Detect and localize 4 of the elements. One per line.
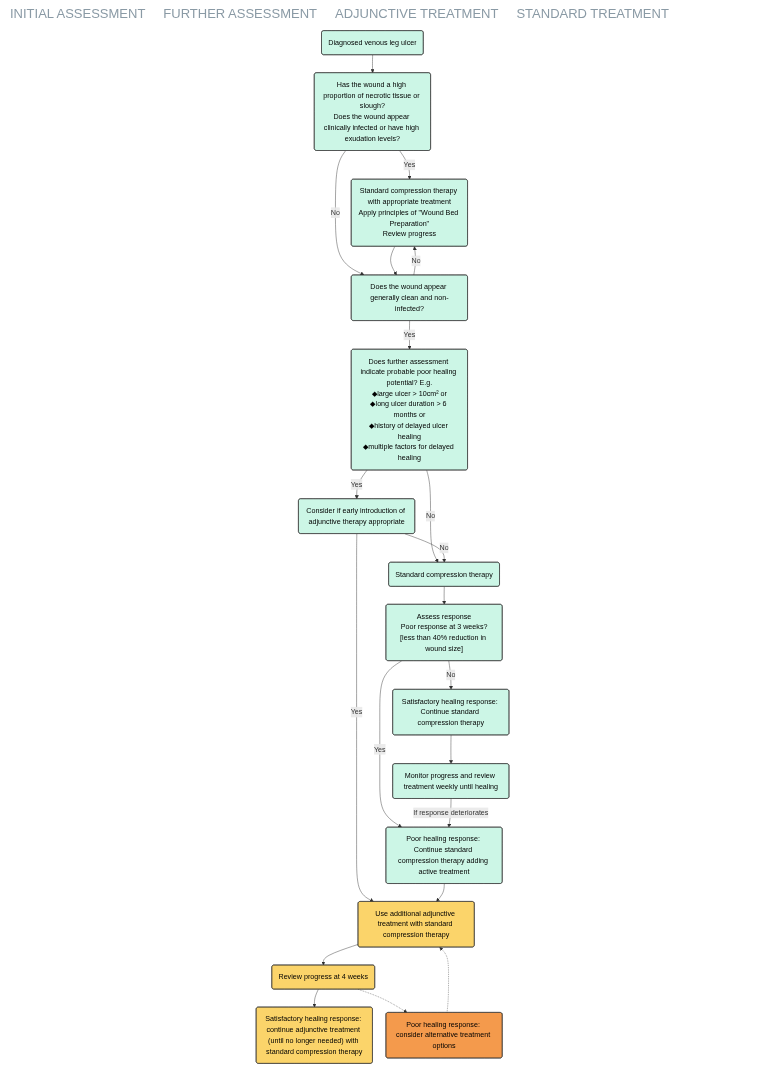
section-heading: FURTHER ASSESSMENT (163, 6, 317, 21)
section-heading: ADJUNCTIVE TREATMENT (334, 6, 499, 21)
section-heading: INITIAL ASSESSMENT (10, 6, 146, 21)
section-heading: STANDARD TREATMENT (516, 6, 669, 21)
